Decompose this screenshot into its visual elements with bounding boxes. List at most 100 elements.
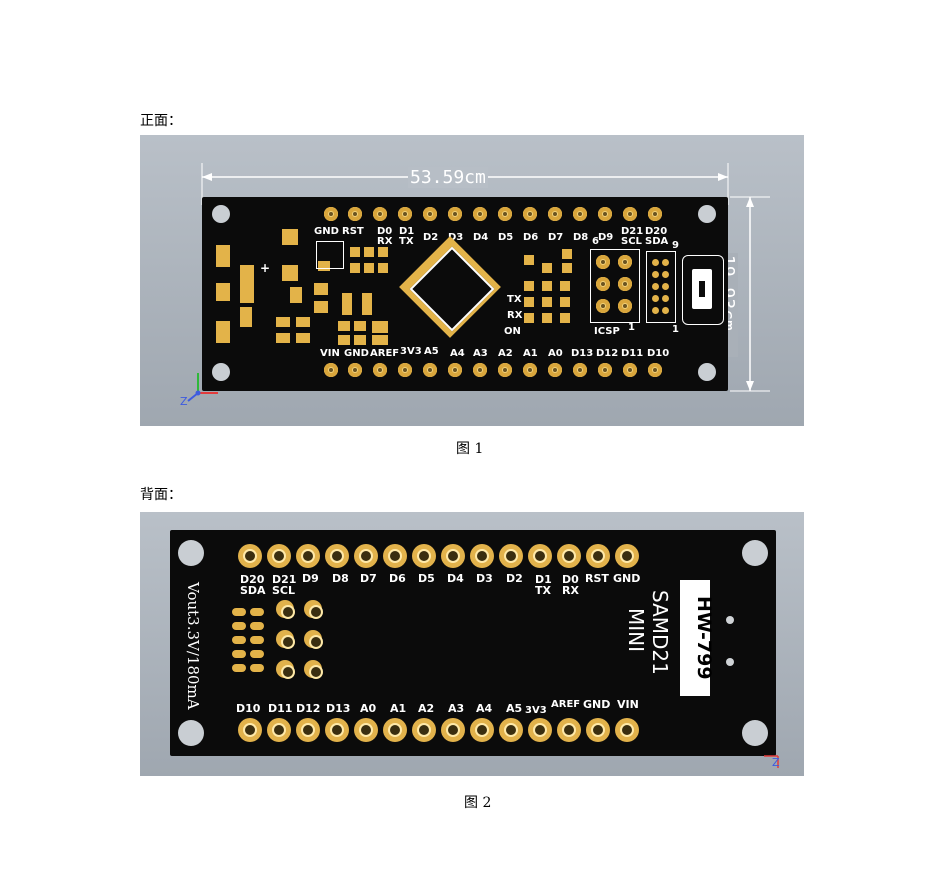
icsp-pad [596, 299, 610, 313]
top-pin-label: D5 [498, 232, 514, 243]
reset-button-slot [699, 281, 705, 297]
top-pin-label: D7 [548, 232, 564, 243]
component [560, 281, 570, 291]
pin-pad [238, 718, 262, 742]
top-pin-label: RST [342, 226, 364, 237]
pin-pad [498, 207, 512, 221]
back-top-pin-label: D2 [506, 572, 523, 585]
back-bottom-pin-label: D13 [326, 702, 351, 715]
component [350, 247, 360, 257]
vout-text: Vout3.3V/180mA [184, 582, 202, 710]
component [290, 287, 302, 303]
front-board: GND RST D0 RX D1 TX D2 D3 D4 D5 D6 D7 D8… [202, 197, 728, 391]
bottom-pin-label: A4 [450, 348, 465, 359]
pin-pad [325, 544, 349, 568]
component [560, 313, 570, 323]
back-bottom-pin-label: GND [583, 698, 611, 711]
back-bottom-pin-label: A1 [390, 702, 407, 715]
pin-pad [557, 718, 581, 742]
pin-pad [423, 207, 437, 221]
front-section-label: 正面： [140, 113, 182, 129]
pin-pad [548, 207, 562, 221]
back-bottom-pin-label: 3V3 [525, 705, 547, 716]
back-top-pin-label: D20 SDA [240, 573, 266, 597]
led-tx-label: TX [507, 294, 522, 305]
component [296, 333, 310, 343]
bottom-pin-label: D13 [571, 348, 594, 359]
component [560, 297, 570, 307]
pin-pad [412, 544, 436, 568]
icsp-pad [618, 277, 632, 291]
component [354, 321, 366, 331]
component [378, 247, 388, 257]
pin-pad [499, 718, 523, 742]
conn-pad [652, 283, 659, 290]
pin-pad [573, 363, 587, 377]
component [542, 297, 552, 307]
back-section-label: 背面： [140, 487, 182, 503]
mount-hole [742, 540, 768, 566]
pin-pad [348, 207, 362, 221]
small-pad [232, 608, 246, 616]
conn-pad [652, 295, 659, 302]
component [372, 335, 388, 345]
small-hole [726, 658, 734, 666]
pin-pad [598, 207, 612, 221]
back-top-pin-label: D6 [389, 572, 406, 585]
plus-sign: + [260, 261, 271, 275]
icsp-pad [618, 299, 632, 313]
icsp-pad [596, 255, 610, 269]
bottom-pin-label: GND [344, 348, 369, 359]
top-pin-label: D6 [523, 232, 539, 243]
pin-pad [557, 544, 581, 568]
conn-pad [662, 295, 669, 302]
bottom-pin-label: A3 [473, 348, 488, 359]
component [276, 317, 290, 327]
component [542, 263, 552, 273]
pin-pad [354, 544, 378, 568]
icsp-pin1-label: 1 [628, 322, 635, 333]
component [296, 317, 310, 327]
pin-pad [498, 363, 512, 377]
model-label: HW-799 [693, 596, 715, 680]
pin-pad [324, 207, 338, 221]
component [524, 297, 534, 307]
component [354, 335, 366, 345]
component [364, 263, 374, 273]
top-pin-label: D21 SCL [621, 226, 644, 247]
component [362, 293, 372, 315]
usb-pad [240, 307, 252, 327]
usb-pins [240, 265, 254, 303]
top-pin-label: D3 [448, 232, 464, 243]
figure-2-caption: 图 2 [464, 795, 492, 811]
pin-pad [623, 207, 637, 221]
component [562, 249, 572, 259]
small-pad [232, 650, 246, 658]
pin-pad [648, 363, 662, 377]
bottom-pin-label: D12 [596, 348, 619, 359]
back-bottom-pin-label: A3 [448, 702, 465, 715]
component [524, 313, 534, 323]
icsp-pad [304, 660, 322, 678]
mount-hole [698, 363, 716, 381]
usb-pad [216, 245, 230, 267]
small-hole [726, 616, 734, 624]
bottom-pin-label: A0 [548, 348, 563, 359]
conn-pad [652, 259, 659, 266]
component [542, 281, 552, 291]
conn-pad [662, 271, 669, 278]
back-bottom-pin-label: D11 [268, 702, 293, 715]
component [276, 333, 290, 343]
led-on-label: ON [504, 326, 521, 337]
component-outline [316, 241, 344, 269]
back-top-pin-label: D5 [418, 572, 435, 585]
pin-pad [296, 718, 320, 742]
back-top-pin-label: D9 [302, 572, 319, 585]
pin-pad [528, 544, 552, 568]
back-render-panel: D20 SDA D21 SCL D9 D8 D7 D6 D5 D4 D3 D2 … [140, 512, 804, 776]
component [342, 293, 352, 315]
conn-pad [652, 307, 659, 314]
back-top-pin-label: RST [585, 572, 609, 585]
pin-pad [548, 363, 562, 377]
pin-pad [470, 544, 494, 568]
